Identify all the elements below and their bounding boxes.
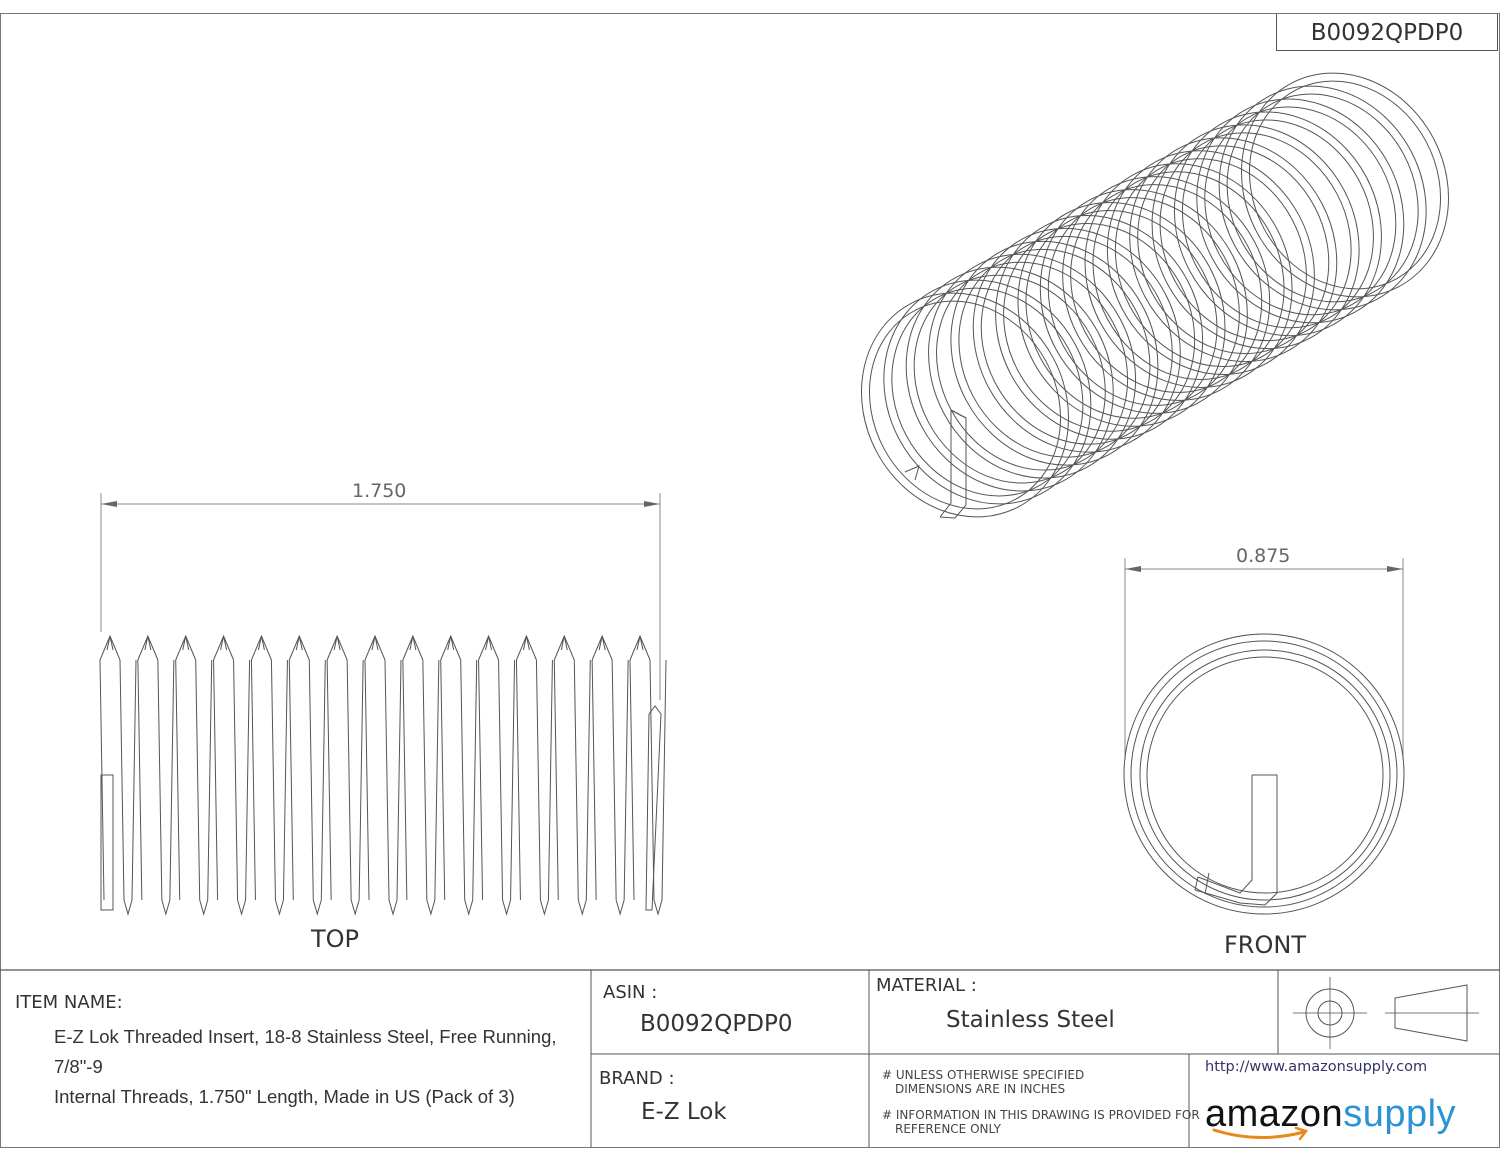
top-view-right-end — [646, 706, 661, 910]
asin-header-box: B0092QPDP0 — [1276, 14, 1498, 51]
iso-coil-ring — [934, 192, 1219, 489]
front-inner-ring — [1140, 650, 1390, 900]
iso-coil-ring — [878, 241, 1141, 516]
top-view-thread — [365, 636, 401, 914]
iso-coil-ring — [1180, 49, 1465, 346]
front-outer-ring — [1124, 634, 1404, 914]
iso-coil-ring — [1214, 47, 1477, 322]
front-tang — [1198, 775, 1252, 893]
top-view-thread — [403, 636, 439, 914]
iso-coil-ring — [890, 218, 1175, 515]
iso-coil-ring — [823, 257, 1108, 554]
iso-coil-ring — [979, 166, 1264, 463]
logo-amazon: amazon — [1205, 1093, 1344, 1135]
units-note-line-2: DIMENSIONS ARE IN INCHES — [895, 1082, 1066, 1096]
iso-coil-ring — [1012, 164, 1275, 439]
top-view-thread — [479, 636, 515, 914]
top-view-thread — [289, 636, 325, 914]
iso-coil-ring — [1124, 99, 1387, 374]
iso-coil-ring — [1203, 37, 1488, 334]
iso-coil-ring — [1069, 114, 1354, 411]
reference-note: # INFORMATION IN THIS DRAWING IS PROVIDE… — [882, 1108, 1200, 1136]
iso-coil-ring — [957, 179, 1242, 476]
iso-coil-ring — [968, 190, 1231, 465]
item-name-line-1: E-Z Lok Threaded Insert, 18-8 Stainless … — [54, 1026, 557, 1077]
item-name-label: ITEM NAME: — [15, 992, 123, 1013]
units-note-line-1: # UNLESS OTHERWISE SPECIFIED — [882, 1068, 1085, 1082]
iso-coil-ring — [1079, 125, 1342, 400]
top-view-left-end — [101, 775, 113, 910]
iso-coil-ring — [845, 244, 1130, 541]
logo-supply: supply — [1343, 1093, 1457, 1135]
front-dimension-label: 0.875 — [1236, 545, 1291, 567]
iso-tang — [940, 410, 951, 517]
top-view-thread — [100, 636, 136, 914]
iso-coil-ring — [1136, 75, 1421, 372]
top-view-thread — [441, 636, 477, 914]
top-view-thread — [214, 636, 250, 914]
front-view-label: FRONT — [1224, 931, 1306, 959]
iso-coil-ring — [923, 216, 1186, 491]
iso-coil-ring — [867, 231, 1152, 528]
amazon-smile-icon — [1210, 1126, 1320, 1146]
iso-coil-ring — [945, 203, 1208, 478]
top-view-thread — [251, 636, 287, 914]
iso-coil-ring — [1191, 60, 1454, 335]
amazonsupply-link[interactable]: http://www.amazonsupply.com — [1205, 1059, 1428, 1075]
reference-note-line-2: REFERENCE ONLY — [895, 1122, 1001, 1136]
iso-coil-ring — [1035, 151, 1298, 426]
iso-coil-ring — [1113, 88, 1398, 385]
iso-coil-ring — [1169, 73, 1432, 348]
top-view-thread — [554, 636, 590, 914]
top-dimension-label: 1.750 — [352, 480, 407, 502]
iso-coil-ring — [990, 177, 1253, 452]
iso-coil-ring — [912, 205, 1197, 502]
iso-coil-ring — [834, 267, 1097, 542]
iso-coil-ring — [1046, 127, 1331, 424]
reference-note-line-1: # INFORMATION IN THIS DRAWING IS PROVIDE… — [882, 1108, 1200, 1122]
amazonsupply-logo: amazonsupply — [1205, 1093, 1456, 1136]
iso-coil-ring — [1024, 140, 1309, 437]
asin-label: ASIN : — [603, 982, 658, 1003]
units-note: # UNLESS OTHERWISE SPECIFIED DIMENSIONS … — [882, 1068, 1084, 1096]
top-view-label: TOP — [311, 925, 360, 953]
brand-value: E-Z Lok — [641, 1099, 727, 1125]
material-value: Stainless Steel — [946, 1007, 1115, 1033]
top-view-thread — [327, 636, 363, 914]
iso-coil-ring — [1158, 62, 1443, 359]
iso-coil-ring — [1146, 86, 1409, 361]
top-view-thread — [176, 636, 212, 914]
iso-coil-ring — [1057, 138, 1320, 413]
item-name-line-2: Internal Threads, 1.750" Length, Made in… — [54, 1086, 515, 1107]
iso-coil-ring — [856, 254, 1119, 529]
brand-label: BRAND : — [599, 1068, 675, 1089]
material-label: MATERIAL : — [876, 975, 977, 996]
iso-coil-ring — [901, 229, 1164, 504]
top-view-thread — [592, 636, 628, 914]
top-view-thread — [630, 636, 666, 914]
third-angle-projection-icon — [1285, 973, 1485, 1053]
iso-coil-ring — [1002, 153, 1287, 450]
iso-coil-ring — [1091, 101, 1376, 398]
top-view-thread — [138, 636, 174, 914]
item-name-value: E-Z Lok Threaded Insert, 18-8 Stainless … — [54, 1022, 584, 1112]
asin-value: B0092QPDP0 — [640, 1011, 793, 1037]
iso-coil-ring — [1102, 112, 1365, 387]
top-view-thread — [516, 636, 552, 914]
